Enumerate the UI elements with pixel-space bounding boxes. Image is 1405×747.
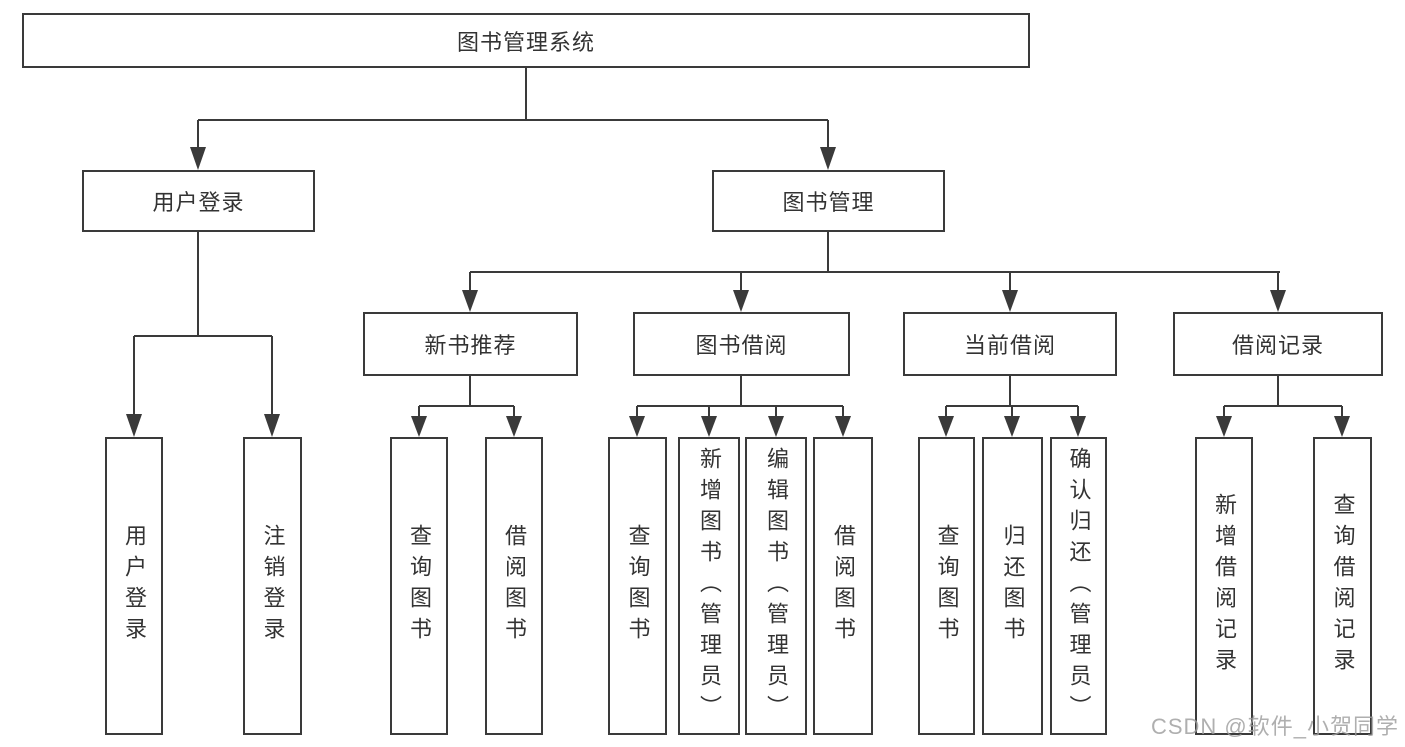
node-label: 用户登录 [152, 190, 245, 215]
arrow-down-icon [835, 416, 851, 437]
connector-book-borrowing [636, 376, 844, 419]
arrow-down-icon [1270, 290, 1286, 312]
node-leaf-confirm-return-admin: 确认归还（管理员） [1050, 437, 1107, 735]
arrow-down-icon [126, 414, 142, 437]
node-label: 借阅图书 [502, 524, 527, 648]
node-label: 新书推荐 [424, 333, 517, 358]
node-label: 图书借阅 [695, 333, 788, 358]
node-label: 当前借阅 [963, 333, 1056, 358]
connector-borrowing-records [1223, 376, 1343, 419]
arrow-down-icon [264, 414, 280, 437]
node-label: 借阅记录 [1231, 333, 1324, 358]
node-leaf-query-borrow-record: 查询借阅记录 [1313, 437, 1372, 735]
node-label: 用户登录 [122, 524, 147, 648]
node-label: 图书管理系统 [456, 29, 595, 55]
connector-current-borrowing [945, 376, 1079, 419]
node-leaf-query-books-2: 查询图书 [608, 437, 667, 735]
node-label: 查询图书 [934, 524, 960, 648]
arrow-down-icon [768, 416, 784, 437]
node-label: 查询图书 [625, 524, 651, 648]
arrowheads [126, 147, 1350, 437]
arrow-down-icon [629, 416, 645, 437]
connector-user-login [133, 232, 273, 418]
arrow-down-icon [1002, 290, 1018, 312]
node-leaf-logout: 注销登录 [243, 437, 302, 735]
node-leaf-borrow-books-1: 借阅图书 [485, 437, 543, 735]
node-leaf-borrow-books-2: 借阅图书 [813, 437, 873, 735]
node-book-management: 图书管理 [712, 170, 945, 232]
arrow-down-icon [820, 147, 836, 170]
arrow-down-icon [506, 416, 522, 437]
arrow-down-icon [1070, 416, 1086, 437]
node-leaf-query-books-3: 查询图书 [918, 437, 975, 735]
node-label: 注销登录 [260, 524, 286, 648]
node-label: 新增借阅记录 [1212, 493, 1237, 679]
arrow-down-icon [462, 290, 478, 312]
arrow-down-icon [411, 416, 427, 437]
node-label: 新增图书（管理员） [697, 446, 722, 726]
connector-new-book-recommend [418, 376, 515, 419]
node-label: 归还图书 [1000, 524, 1026, 648]
node-leaf-add-borrow-record: 新增借阅记录 [1195, 437, 1253, 735]
node-label: 确认归还（管理员） [1066, 446, 1092, 726]
node-label: 图书管理 [782, 190, 875, 215]
node-label: 编辑图书（管理员） [764, 446, 789, 726]
arrow-down-icon [701, 416, 717, 437]
node-book-borrowing: 图书借阅 [633, 312, 850, 376]
node-new-book-recommend: 新书推荐 [363, 312, 578, 376]
node-label: 查询图书 [407, 524, 432, 648]
arrow-down-icon [1216, 416, 1232, 437]
node-leaf-edit-book-admin: 编辑图书（管理员） [745, 437, 807, 735]
node-library-system: 图书管理系统 [22, 13, 1030, 68]
node-leaf-add-book-admin: 新增图书（管理员） [678, 437, 740, 735]
node-leaf-return-books: 归还图书 [982, 437, 1043, 735]
arrow-down-icon [733, 290, 749, 312]
node-leaf-user-login: 用户登录 [105, 437, 163, 735]
arrow-down-icon [938, 416, 954, 437]
arrow-down-icon [1334, 416, 1350, 437]
arrow-down-icon [190, 147, 206, 170]
node-user-login: 用户登录 [82, 170, 315, 232]
connector-root [197, 68, 829, 150]
connector-book-management [469, 232, 1280, 292]
watermark: CSDN @软件_小贺同学 [1150, 714, 1399, 739]
node-leaf-query-books-1: 查询图书 [390, 437, 448, 735]
node-borrowing-records: 借阅记录 [1173, 312, 1383, 376]
node-label: 查询借阅记录 [1330, 493, 1356, 679]
arrow-down-icon [1004, 416, 1020, 437]
node-current-borrowing: 当前借阅 [903, 312, 1117, 376]
node-label: 借阅图书 [831, 524, 856, 648]
